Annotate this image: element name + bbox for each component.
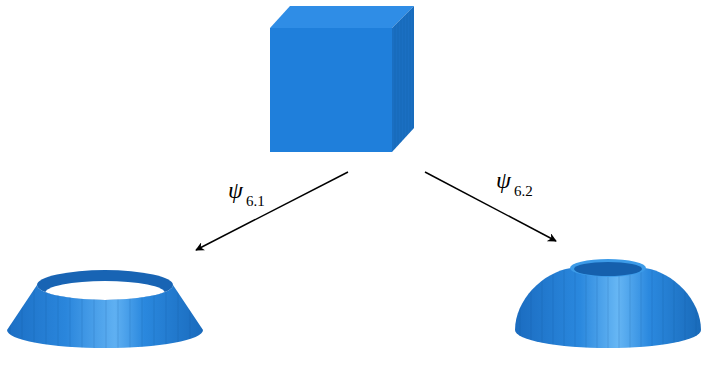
facet-line [10,260,11,360]
facet-line [46,260,47,360]
facet-line [154,260,155,360]
facet-line [663,260,664,360]
map-index: 6.1 [246,194,265,209]
facet-line [413,0,414,160]
facet-line [641,260,642,360]
facet-line [531,260,532,360]
map-symbol: ψ [228,178,243,202]
facet-line [395,0,396,160]
facet-line [652,260,653,360]
facet-line [410,0,411,160]
cube [270,0,414,160]
facet-line [202,260,203,360]
facet-line [553,260,554,360]
cube-top [270,6,414,28]
facet-line [118,260,119,360]
facet-line [564,260,565,360]
facet-line [34,260,35,360]
facet-line [106,260,107,360]
facet-line [575,260,576,360]
facet-line [674,260,675,360]
facet-line [520,260,521,360]
facet-line [58,260,59,360]
cone-band [7,260,203,360]
facet-line [142,260,143,360]
dome [515,259,701,360]
facet-line [398,0,399,160]
facet-line [542,260,543,360]
facet-line [190,260,191,360]
map-arrow [425,172,556,241]
facet-line [401,0,402,160]
facet-line [407,0,408,160]
facet-line [22,260,23,360]
facet-line [685,260,686,360]
map-symbol: ψ [496,168,511,192]
facet-line [94,260,95,360]
map-index: 6.2 [514,184,533,199]
facet-line [696,260,697,360]
facet-line [70,260,71,360]
cube-front [270,28,392,152]
facet-line [404,0,405,160]
facet-line [82,260,83,360]
facet-line [130,260,131,360]
facet-line [178,260,179,360]
facet-line [166,260,167,360]
map-arrow [196,172,348,250]
